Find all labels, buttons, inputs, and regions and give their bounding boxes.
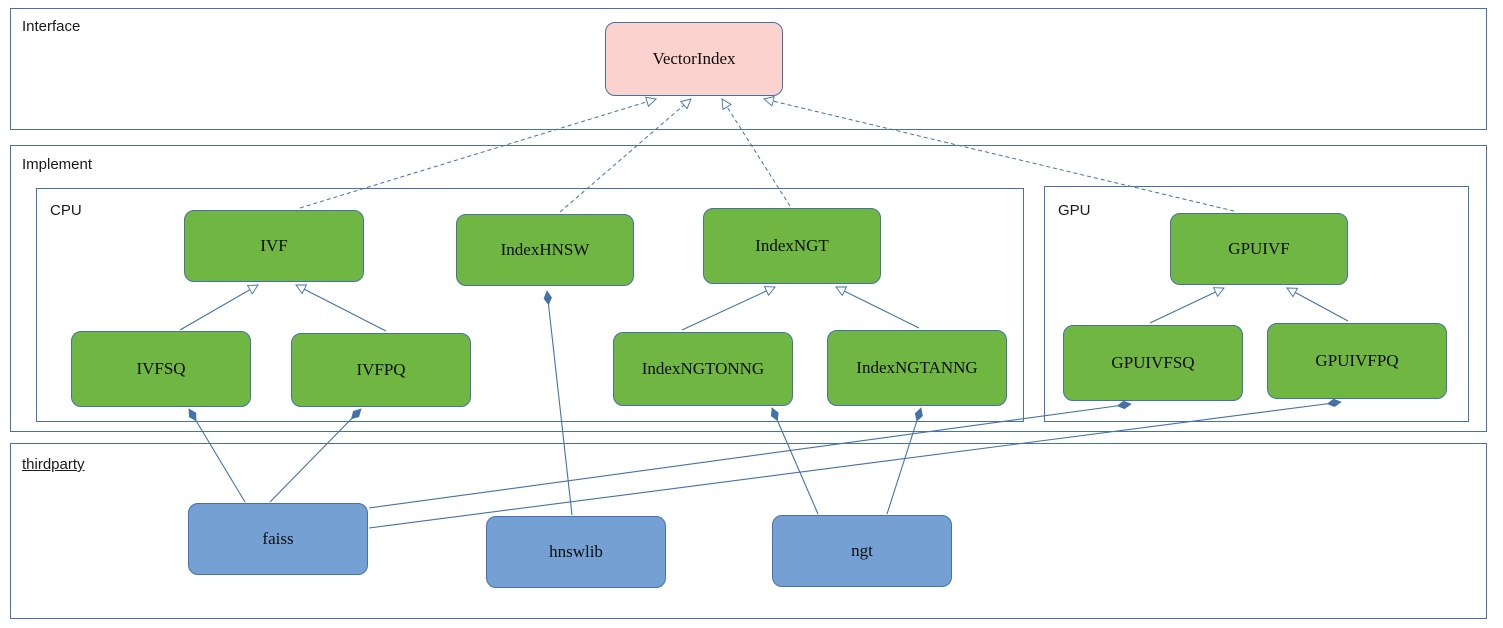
node-label-gpuivfsq: GPUIVFSQ [1111,352,1195,372]
node-indexhnsw[interactable]: IndexHNSW [456,214,634,286]
node-gpuivfpq[interactable]: GPUIVFPQ [1267,323,1447,399]
group-label-implement: Implement [22,156,93,173]
node-indexngtanng[interactable]: IndexNGTANNG [827,330,1007,406]
spellcheck-underline-thirdparty [22,476,104,480]
node-gpuivfsq[interactable]: GPUIVFSQ [1063,325,1243,401]
node-label-ngt: ngt [851,540,873,560]
node-label-gpuivf: GPUIVF [1228,238,1290,258]
node-label-gpuivfpq: GPUIVFPQ [1315,350,1399,370]
group-label-cpu: CPU [50,202,82,219]
node-label-ivf: IVF [260,235,288,255]
node-ivfsq[interactable]: IVFSQ [71,331,251,407]
node-label-faiss: faiss [262,528,294,548]
node-ivf[interactable]: IVF [184,210,364,282]
node-label-vectorindex: VectorIndex [652,48,736,68]
node-label-indexngtonng: IndexNGTONNG [641,358,765,378]
node-ivfpq[interactable]: IVFPQ [291,333,471,407]
node-label-indexngt: IndexNGT [755,235,829,255]
node-gpuivf[interactable]: GPUIVF [1170,213,1348,285]
node-label-indexngtanng: IndexNGTANNG [856,357,978,377]
node-label-indexhnsw: IndexHNSW [500,239,590,259]
node-ngt[interactable]: ngt [772,515,952,587]
group-label-thirdparty: thirdparty [22,456,85,473]
node-indexngtonng[interactable]: IndexNGTONNG [613,332,793,406]
node-faiss[interactable]: faiss [188,503,368,575]
node-label-hnswlib: hnswlib [549,541,603,561]
group-label-gpu: GPU [1058,202,1091,219]
group-label-interface: Interface [22,18,81,35]
node-indexngt[interactable]: IndexNGT [703,208,881,284]
node-label-ivfsq: IVFSQ [136,358,186,378]
node-vectorindex[interactable]: VectorIndex [605,22,783,96]
node-hnswlib[interactable]: hnswlib [486,516,666,588]
node-label-ivfpq: IVFPQ [356,359,406,379]
